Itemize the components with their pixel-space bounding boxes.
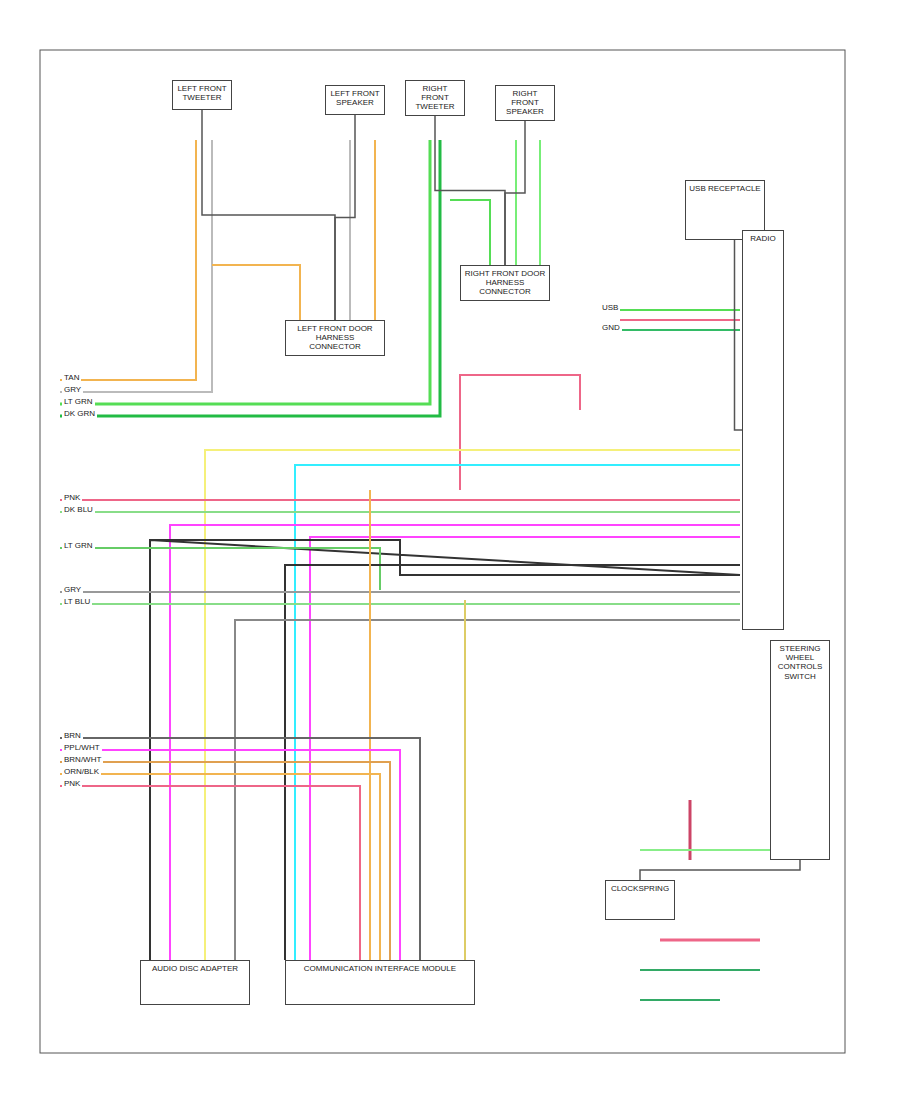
component-label: USB RECEPTACLE: [689, 184, 761, 193]
wire-color-label: TAN: [62, 374, 81, 383]
component-box: STEERING WHEEL CONTROLS SWITCH: [770, 640, 830, 860]
component-label: STEERING WHEEL CONTROLS SWITCH: [774, 644, 826, 681]
wire-color-label: LT BLU: [62, 598, 92, 607]
wire-connector: [435, 116, 505, 265]
wire-color-label: LT GRN: [62, 398, 95, 407]
component-label: RIGHT FRONT SPEAKER: [499, 89, 551, 117]
component-box: CLOCKSPRING: [605, 880, 675, 920]
component-label: LEFT FRONT TWEETER: [176, 84, 228, 102]
wire-color-label: BRN: [62, 732, 83, 741]
wire-connector: [640, 860, 800, 880]
component-label: RADIO: [746, 234, 780, 243]
component-box: AUDIO DISC ADAPTER: [140, 960, 250, 1005]
wire-color-label: GRY: [62, 586, 83, 595]
component-box: RIGHT FRONT DOOR HARNESS CONNECTOR: [460, 265, 550, 301]
wire-connector: [505, 121, 525, 265]
wire-color-label: GRY: [62, 386, 83, 395]
wire-color-label: BRN/WHT: [62, 756, 103, 765]
wire-color-label: USB: [600, 304, 620, 313]
wire-color-label: PNK: [62, 780, 82, 789]
component-box: RADIO: [742, 230, 784, 630]
component-label: CLOCKSPRING: [609, 884, 671, 893]
component-box: RIGHT FRONT SPEAKER: [495, 85, 555, 121]
component-box: LEFT FRONT DOOR HARNESS CONNECTOR: [285, 320, 385, 356]
wire-connector: [202, 110, 335, 320]
wire-color-label: DK BLU: [62, 506, 95, 515]
wire-connector: [335, 115, 355, 320]
component-label: RIGHT FRONT TWEETER: [409, 84, 461, 112]
component-box: RIGHT FRONT TWEETER: [405, 80, 465, 116]
wire-color-label: LT GRN: [62, 542, 95, 551]
component-label: LEFT FRONT DOOR HARNESS CONNECTOR: [289, 324, 381, 352]
component-box: COMMUNICATION INTERFACE MODULE: [285, 960, 475, 1005]
component-box: LEFT FRONT TWEETER: [172, 80, 232, 110]
wire-color-label: PNK: [62, 494, 82, 503]
component-label: AUDIO DISC ADAPTER: [144, 964, 246, 973]
wire-color-label: PPL/WHT: [62, 744, 102, 753]
component-box: LEFT FRONT SPEAKER: [325, 85, 385, 115]
component-label: RIGHT FRONT DOOR HARNESS CONNECTOR: [464, 269, 546, 297]
wire-color-label: GND: [600, 324, 622, 333]
wire-color-label: ORN/BLK: [62, 768, 101, 777]
wire-color-label: DK GRN: [62, 410, 97, 419]
component-label: COMMUNICATION INTERFACE MODULE: [289, 964, 471, 973]
component-label: LEFT FRONT SPEAKER: [329, 89, 381, 107]
